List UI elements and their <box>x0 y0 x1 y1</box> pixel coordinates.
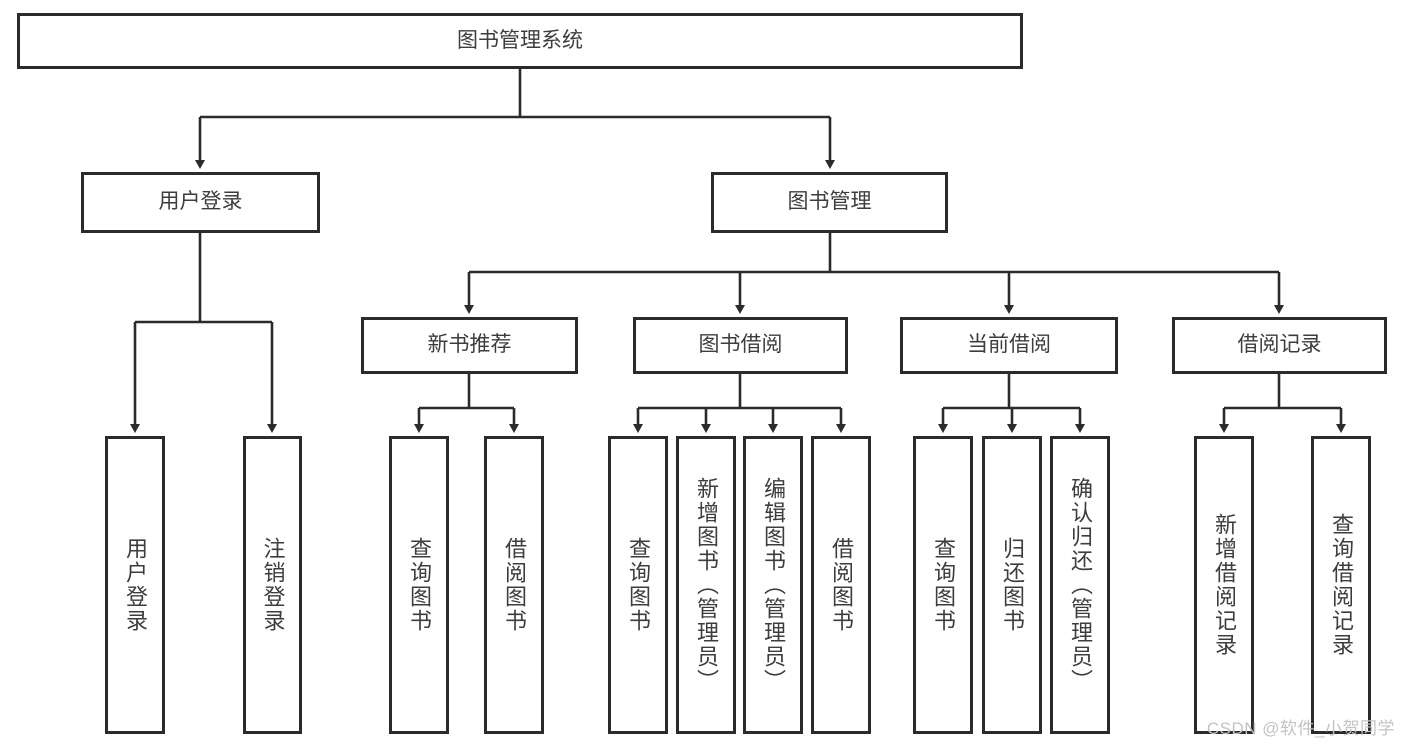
node-leaf-query-book-2[interactable]: 查询图书 <box>608 436 668 734</box>
node-user-login-label: 用户登录 <box>158 190 243 214</box>
node-leaf-query-book-3-label: 查询图书 <box>931 537 956 633</box>
node-leaf-return-book-label: 归还图书 <box>1000 537 1025 633</box>
node-leaf-logout-label: 注销登录 <box>260 537 286 633</box>
node-book-manage-label: 图书管理 <box>787 190 872 214</box>
node-leaf-query-book-1[interactable]: 查询图书 <box>389 436 449 734</box>
node-leaf-edit-book[interactable]: 编辑图书（管理员） <box>743 436 803 734</box>
node-leaf-confirm-return-label: 确认归还（管理员） <box>1068 477 1093 693</box>
node-borrow-record[interactable]: 借阅记录 <box>1172 317 1387 374</box>
node-leaf-query-record[interactable]: 查询借阅记录 <box>1311 436 1371 734</box>
node-leaf-user-login[interactable]: 用户登录 <box>105 436 165 734</box>
node-leaf-query-record-label: 查询借阅记录 <box>1329 513 1354 657</box>
node-book-borrow-label: 图书借阅 <box>698 333 783 357</box>
node-leaf-borrow-book-2[interactable]: 借阅图书 <box>811 436 871 734</box>
node-leaf-add-record[interactable]: 新增借阅记录 <box>1194 436 1254 734</box>
node-leaf-borrow-book-1[interactable]: 借阅图书 <box>484 436 544 734</box>
node-new-book-recommend[interactable]: 新书推荐 <box>361 317 578 374</box>
node-leaf-query-book-3[interactable]: 查询图书 <box>913 436 973 734</box>
node-current-borrow[interactable]: 当前借阅 <box>900 317 1118 374</box>
node-leaf-add-book[interactable]: 新增图书（管理员） <box>676 436 736 734</box>
node-leaf-add-record-label: 新增借阅记录 <box>1212 513 1237 657</box>
node-book-borrow[interactable]: 图书借阅 <box>633 317 848 374</box>
node-leaf-add-book-label: 新增图书（管理员） <box>694 477 719 693</box>
node-leaf-user-login-label: 用户登录 <box>123 537 148 633</box>
node-current-borrow-label: 当前借阅 <box>967 333 1051 357</box>
node-leaf-edit-book-label: 编辑图书（管理员） <box>761 477 786 693</box>
node-leaf-logout[interactable]: 注销登录 <box>243 436 302 734</box>
node-leaf-return-book[interactable]: 归还图书 <box>982 436 1042 734</box>
node-root[interactable]: 图书管理系统 <box>17 13 1023 69</box>
node-borrow-record-label: 借阅记录 <box>1237 333 1322 357</box>
node-leaf-query-book-2-label: 查询图书 <box>626 537 651 633</box>
node-leaf-query-book-1-label: 查询图书 <box>407 537 432 633</box>
node-leaf-borrow-book-1-label: 借阅图书 <box>502 537 527 633</box>
node-root-label: 图书管理系统 <box>457 28 583 52</box>
node-user-login[interactable]: 用户登录 <box>81 172 320 233</box>
node-leaf-borrow-book-2-label: 借阅图书 <box>829 537 854 633</box>
node-book-manage[interactable]: 图书管理 <box>711 172 948 233</box>
node-new-book-recommend-label: 新书推荐 <box>427 333 512 357</box>
node-leaf-confirm-return[interactable]: 确认归还（管理员） <box>1050 436 1110 734</box>
